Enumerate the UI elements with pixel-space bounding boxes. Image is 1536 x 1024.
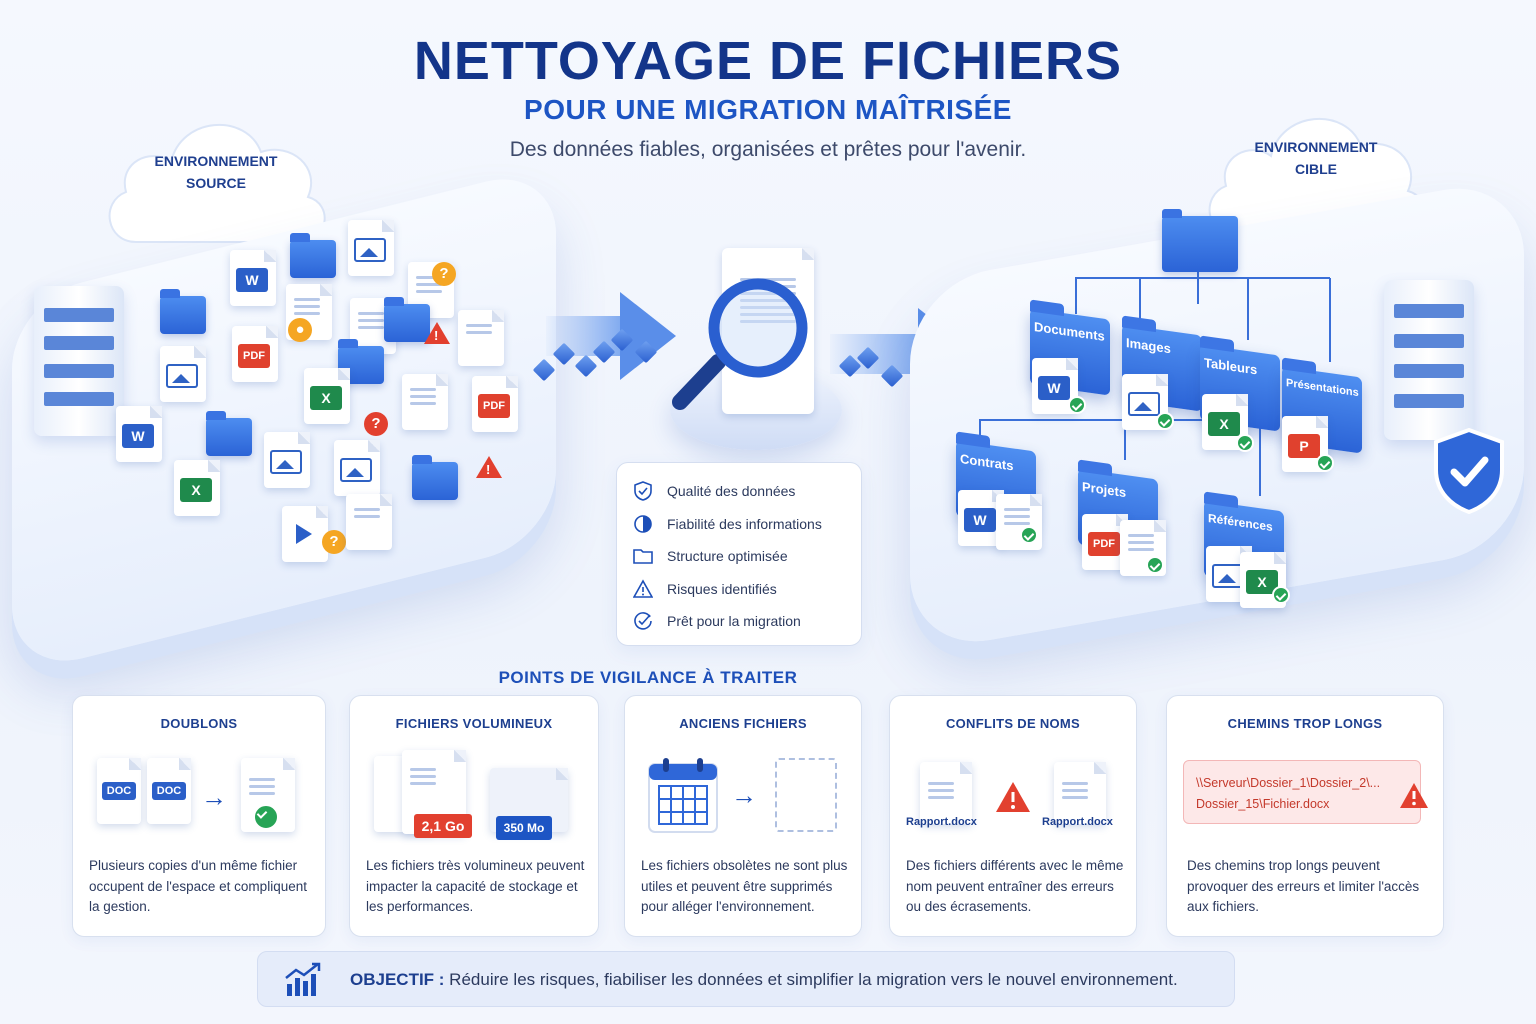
source-server-icon	[34, 286, 124, 436]
file-icon	[346, 494, 392, 550]
check-icon	[1146, 556, 1164, 574]
benefits-checklist: Qualité des données Fiabilité des inform…	[616, 462, 862, 646]
check-icon	[1020, 526, 1038, 544]
check-icon	[1156, 412, 1174, 430]
card-doublons: DOUBLONS DOC DOC → Plusieurs copies d'un…	[72, 695, 326, 937]
vigilance-title: POINTS DE VIGILANCE À TRAITER	[498, 668, 798, 687]
long-path-text: \\Serveur\Dossier_1\Dossier_2\...Dossier…	[1196, 776, 1381, 811]
check-circle-icon	[634, 612, 652, 630]
file-icon	[402, 374, 448, 430]
magnifier-icon	[672, 278, 808, 410]
alert-icon	[1400, 783, 1428, 808]
checklist-item: Prêt pour la migration	[633, 605, 845, 638]
image-file-icon	[348, 220, 394, 276]
file-icon	[996, 494, 1042, 550]
alert-icon: !	[476, 456, 502, 478]
folder-icon	[412, 455, 458, 500]
text-file-icon	[458, 310, 504, 366]
long-path-box: \\Serveur\Dossier_1\Dossier_2\...Dossier…	[1183, 760, 1421, 824]
shield-icon	[1434, 428, 1504, 514]
root-folder-icon	[1162, 209, 1238, 272]
page-title: NETTOYAGE DE FICHIERS	[413, 31, 1123, 91]
question-icon: ?	[364, 412, 388, 436]
empty-placeholder-icon	[775, 758, 837, 832]
duplicate-file-icon: DOC	[97, 758, 141, 824]
word-file-icon: W	[230, 250, 276, 306]
folder-icon	[290, 233, 336, 278]
image-file-icon	[334, 440, 380, 496]
folder-icon	[206, 411, 252, 456]
check-icon	[253, 804, 279, 830]
excel-file-icon: X	[304, 368, 350, 424]
page-subtitle: POUR UNE MIGRATION MAÎTRISÉE	[524, 94, 1012, 125]
check-icon	[1316, 454, 1334, 472]
alert-icon	[996, 782, 1030, 812]
word-file-icon: W	[116, 406, 162, 462]
folder-icon	[160, 289, 206, 334]
question-icon: ?	[432, 262, 456, 286]
page-tagline: Des données fiables, organisées et prête…	[509, 138, 1027, 161]
data-cube-icon	[574, 354, 598, 378]
check-icon	[1068, 396, 1086, 414]
file-b-label: Rapport.docx	[1042, 816, 1113, 828]
arrow-right-icon: →	[731, 780, 757, 810]
folder-icon	[384, 297, 430, 342]
objective-text: OBJECTIF : Réduire les risques, fiabilis…	[350, 970, 1178, 989]
alert-icon: !	[424, 322, 450, 344]
folder-tree-lines	[979, 270, 1331, 496]
checklist-item: Fiabilité des informations	[633, 508, 845, 541]
card-anciens-fichiers: ANCIENS FICHIERS → Les fichiers obsolète…	[624, 695, 862, 937]
duplicate-file-icon: DOC	[147, 758, 191, 824]
growth-chart-icon	[285, 962, 321, 996]
video-file-icon	[282, 506, 328, 562]
question-icon: ?	[322, 530, 346, 554]
target-server-icon	[1384, 280, 1474, 440]
checklist-item: Structure optimisée	[633, 540, 845, 573]
excel-file-icon: X	[1202, 394, 1248, 450]
warning-icon	[633, 579, 653, 598]
size-badge-small: 350 Mo	[496, 816, 552, 840]
file-icon	[1054, 762, 1106, 824]
folder-icon	[633, 549, 653, 565]
arrow-right-icon: →	[201, 782, 227, 812]
user-icon: ●	[288, 318, 312, 342]
checklist-item: Risques identifiés	[633, 573, 845, 606]
card-conflits-de-noms: CONFLITS DE NOMS Rapport.docx Rapport.do…	[889, 695, 1137, 937]
cloud-icon	[108, 123, 326, 243]
image-file-icon	[264, 432, 310, 488]
excel-file-icon: X	[1240, 552, 1286, 608]
pdf-file-icon: PDF	[232, 326, 278, 382]
shield-check-icon	[634, 481, 652, 502]
file-icon	[920, 762, 972, 824]
objective-banner: OBJECTIF : Réduire les risques, fiabilis…	[257, 951, 1235, 1007]
checklist-item: Qualité des données	[633, 475, 845, 508]
file-a-label: Rapport.docx	[906, 816, 977, 828]
check-icon	[1236, 434, 1254, 452]
card-chemins-trop-longs: CHEMINS TROP LONGS \\Serveur\Dossier_1\D…	[1166, 695, 1444, 937]
excel-file-icon: X	[174, 460, 220, 516]
check-icon	[1272, 586, 1290, 604]
size-badge-large: 2,1 Go	[414, 814, 472, 838]
card-fichiers-volumineux: FICHIERS VOLUMINEUX 2,1 Go 350 Mo Les fi…	[349, 695, 599, 937]
calendar-icon	[648, 758, 718, 833]
image-file-icon	[160, 346, 206, 402]
pie-chart-icon	[634, 514, 652, 533]
pdf-file-icon: PDF	[472, 376, 518, 432]
